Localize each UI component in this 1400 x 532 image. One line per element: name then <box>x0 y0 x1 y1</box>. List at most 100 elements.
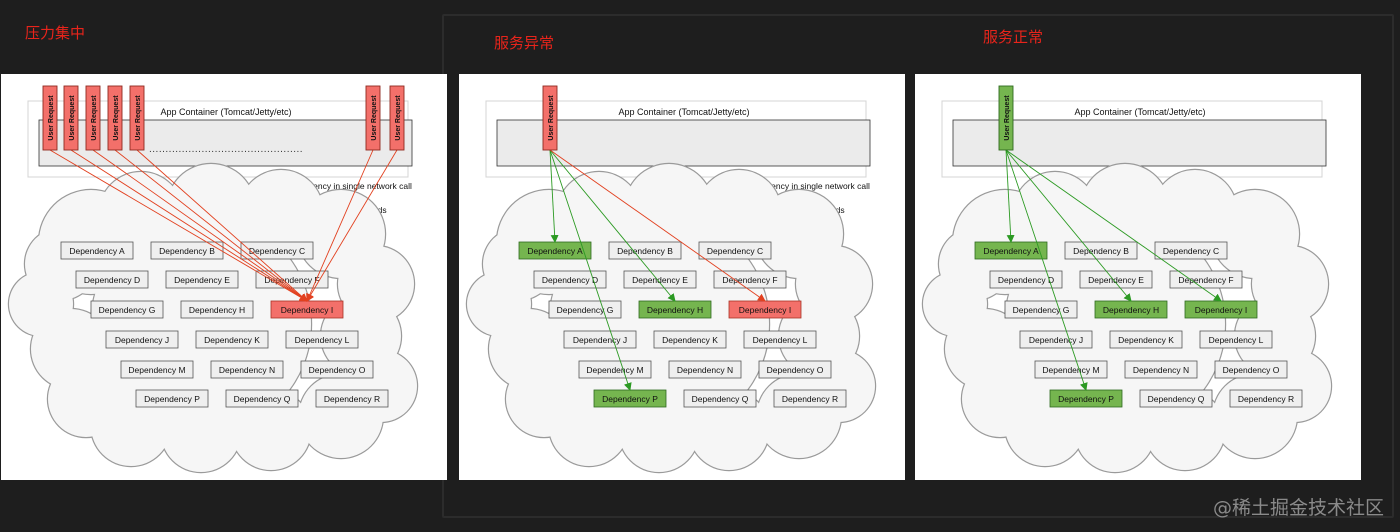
dependency-label: Dependency O <box>1223 365 1280 375</box>
dependency-box <box>1229 389 1303 408</box>
dependency-label: Dependency Q <box>234 394 291 404</box>
dependency-box <box>698 241 772 260</box>
dependency-box <box>135 389 209 408</box>
user-request-bar <box>542 85 558 151</box>
dependency-box <box>743 330 817 349</box>
dependency-box <box>60 241 134 260</box>
dependency-label: Dependency G <box>1013 305 1070 315</box>
heading-abnormal: 服务异常 <box>494 35 555 52</box>
dependency-label: Dependency J <box>115 335 169 345</box>
dependency-label: Dependency K <box>204 335 260 345</box>
user-request-bar <box>389 85 405 151</box>
dependency-label: Dependency P <box>144 394 200 404</box>
diagram-pressure: App Container (Tomcat/Jetty/etc)........… <box>7 85 419 474</box>
user-request-label: User Request <box>395 95 402 141</box>
dependency-label: Dependency I <box>739 305 791 315</box>
user-request-label: User Request <box>1004 95 1011 141</box>
dependency-label: Dependency R <box>782 394 838 404</box>
dependency-box <box>1154 241 1228 260</box>
dependency-label: Dependency E <box>1088 275 1144 285</box>
dependency-box <box>608 241 682 260</box>
dependency-label: Dependency N <box>219 365 275 375</box>
user-request-bar <box>85 85 101 151</box>
diagram-abnormal: App Container (Tomcat/Jetty/etc)User req… <box>465 85 877 474</box>
dependency-label: Dependency Q <box>692 394 749 404</box>
heading-pressure: 压力集中 <box>25 25 86 42</box>
dependency-label: Dependency O <box>767 365 824 375</box>
dependency-box <box>1034 360 1108 379</box>
request-arrow <box>1005 149 1088 391</box>
dependency-box <box>150 241 224 260</box>
dependency-box <box>1139 389 1213 408</box>
dependency-label: Dependency G <box>99 305 156 315</box>
dependency-box <box>180 300 254 319</box>
dependency-label: Dependency H <box>189 305 245 315</box>
app-container-box <box>952 119 1327 167</box>
dependency-label: Dependency M <box>1042 365 1099 375</box>
dependency-box <box>668 360 742 379</box>
user-request-bar <box>107 85 123 151</box>
dependency-box <box>578 360 652 379</box>
dependency-label: Dependency L <box>1209 335 1264 345</box>
request-arrow <box>114 149 308 302</box>
dependency-box <box>653 330 727 349</box>
dependency-label: Dependency B <box>159 246 215 256</box>
user-request-bar <box>365 85 381 151</box>
dependency-label: Dependency K <box>1118 335 1174 345</box>
dependency-box <box>225 389 299 408</box>
dependency-box <box>989 270 1063 289</box>
dependency-box <box>285 330 359 349</box>
dependency-box <box>713 270 787 289</box>
dependency-label: Dependency D <box>542 275 598 285</box>
dependency-label: Dependency F <box>722 275 777 285</box>
dependency-box <box>1109 330 1183 349</box>
dependency-box <box>1199 330 1273 349</box>
dependency-box <box>623 270 697 289</box>
user-request-label: User Request <box>48 95 55 141</box>
request-arrow <box>92 149 308 302</box>
dependency-box <box>1124 360 1198 379</box>
dependency-label: Dependency D <box>84 275 140 285</box>
request-arrow <box>1005 149 1015 243</box>
panel-normal: App Container (Tomcat/Jetty/etc)Services… <box>915 74 1361 480</box>
dependency-box <box>105 330 179 349</box>
dependency-label: Dependency N <box>677 365 733 375</box>
network-cloud <box>465 162 877 474</box>
dependency-label: Dependency I <box>1195 305 1247 315</box>
dependency-label: Dependency M <box>128 365 185 375</box>
dependency-label: Dependency J <box>1029 335 1083 345</box>
dependency-label: Dependency H <box>647 305 703 315</box>
dependency-label: Dependency P <box>1058 394 1114 404</box>
user-request-bar <box>129 85 145 151</box>
dependency-box <box>195 330 269 349</box>
request-arrow <box>70 149 308 302</box>
container-label: App Container (Tomcat/Jetty/etc) <box>618 107 749 117</box>
request-arrow <box>549 149 559 243</box>
request-arrow <box>306 149 398 302</box>
dependency-label: Dependency Q <box>1148 394 1205 404</box>
panel-pressure: App Container (Tomcat/Jetty/etc)........… <box>1 74 447 480</box>
dependency-box <box>1169 270 1243 289</box>
dependency-label: Dependency H <box>1103 305 1159 315</box>
dependency-box <box>563 330 637 349</box>
dependency-box <box>75 270 149 289</box>
user-request-bar <box>42 85 58 151</box>
dependency-label: Dependency K <box>662 335 718 345</box>
dependency-label: Dependency O <box>309 365 366 375</box>
panel-abnormal: App Container (Tomcat/Jetty/etc)User req… <box>459 74 905 480</box>
request-arrow <box>549 149 676 302</box>
dependency-label: Dependency G <box>557 305 614 315</box>
user-request-label: User Request <box>69 95 76 141</box>
dependency-box <box>210 360 284 379</box>
dependency-label: Dependency J <box>573 335 627 345</box>
request-arrow <box>549 149 632 391</box>
dependency-box <box>758 360 832 379</box>
dependency-box <box>315 389 389 408</box>
request-arrow <box>136 149 308 302</box>
dependency-label: Dependency L <box>295 335 350 345</box>
dependency-label: Dependency D <box>998 275 1054 285</box>
user-request-label: User Request <box>135 95 142 141</box>
dependency-label: Dependency F <box>1178 275 1233 285</box>
dependency-box <box>120 360 194 379</box>
container-label: App Container (Tomcat/Jetty/etc) <box>1074 107 1205 117</box>
